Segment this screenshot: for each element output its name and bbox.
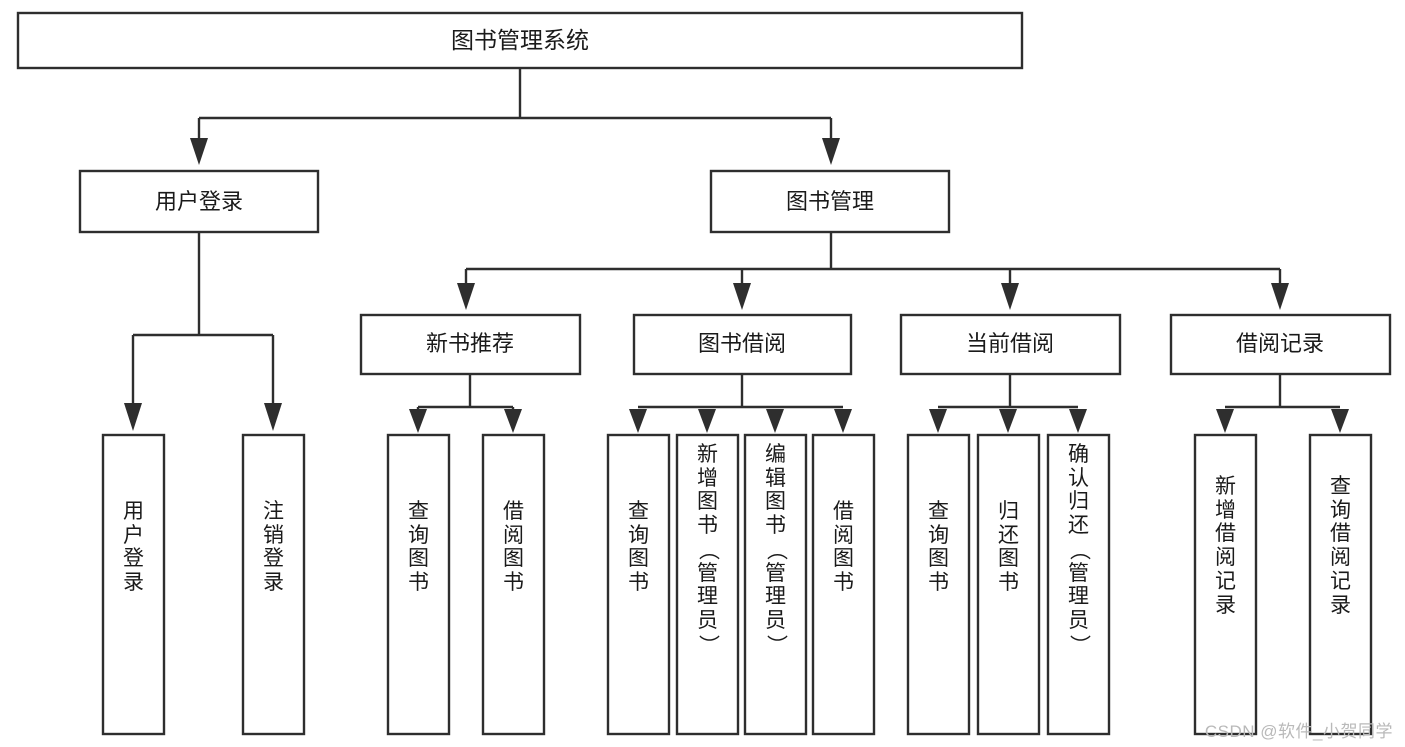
arrow-head-leaf-confirm-return bbox=[1069, 409, 1087, 433]
leaf-box-query-book-3[interactable] bbox=[906, 433, 971, 736]
arrow-head-leaf-borrow-book-1 bbox=[504, 409, 522, 433]
leaf-box-confirm-return[interactable] bbox=[1046, 433, 1111, 736]
leaf-box-add-record[interactable] bbox=[1193, 433, 1258, 736]
arrow-head-leaf-query-book-3 bbox=[929, 409, 947, 433]
leaf-box-query-book-2[interactable] bbox=[606, 433, 671, 736]
leaf-box-borrow-book-1[interactable] bbox=[481, 433, 546, 736]
connectors-root-to-level1 bbox=[190, 68, 840, 165]
arrow-head-book-manage bbox=[822, 138, 840, 165]
arrow-head-leaf-query-book-1 bbox=[409, 409, 427, 433]
node-book-borrow-label: 图书借阅 bbox=[698, 331, 786, 356]
leaf-box-user-login[interactable] bbox=[101, 433, 166, 736]
node-new-book-rec[interactable]: 新书推荐 bbox=[359, 313, 582, 376]
arrow-head-leaf-return-book bbox=[999, 409, 1017, 433]
leaf-box-query-record[interactable] bbox=[1308, 433, 1373, 736]
arrow-head-leaf-query-record bbox=[1331, 409, 1349, 433]
node-current-borrow[interactable]: 当前借阅 bbox=[899, 313, 1122, 376]
connectors-current-borrow-to-leaves bbox=[929, 374, 1087, 433]
node-user-login-box[interactable] bbox=[78, 169, 320, 234]
node-user-login[interactable]: 用户登录 bbox=[78, 169, 320, 234]
leaf-box-borrow-book-2[interactable] bbox=[811, 433, 876, 736]
node-root-label: 图书管理系统 bbox=[451, 27, 589, 53]
leaf-box-query-book-1[interactable] bbox=[386, 433, 451, 736]
node-root[interactable]: 图书管理系统 bbox=[16, 11, 1024, 70]
arrow-head-leaf-query-book-2 bbox=[629, 409, 647, 433]
leaf-boxes bbox=[101, 433, 1373, 736]
leaf-box-add-book[interactable] bbox=[675, 433, 740, 736]
node-new-book-rec-label: 新书推荐 bbox=[426, 331, 514, 356]
node-borrow-record-label: 借阅记录 bbox=[1236, 331, 1324, 356]
arrow-head-leaf-add-book bbox=[698, 409, 716, 433]
connectors-book-manage-to-level2 bbox=[457, 232, 1289, 310]
leaf-box-logout[interactable] bbox=[241, 433, 306, 736]
leaf-box-return-book[interactable] bbox=[976, 433, 1041, 736]
arrow-head-new-book-rec bbox=[457, 283, 475, 310]
arrow-head-book-borrow bbox=[733, 283, 751, 310]
node-current-borrow-box[interactable] bbox=[899, 313, 1122, 376]
arrow-head-leaf-logout bbox=[264, 403, 282, 431]
arrow-head-leaf-edit-book bbox=[766, 409, 784, 433]
csdn-watermark: CSDN @软件_小贺同学 bbox=[1204, 722, 1393, 741]
connectors-book-borrow-to-leaves bbox=[629, 374, 852, 433]
arrow-head-leaf-user-login bbox=[124, 403, 142, 431]
connectors-new-book-rec-to-leaves bbox=[409, 374, 522, 433]
arrow-head-leaf-add-record bbox=[1216, 409, 1234, 433]
node-root-box[interactable] bbox=[16, 11, 1024, 70]
connectors-borrow-record-to-leaves bbox=[1216, 374, 1349, 433]
arrow-head-current-borrow bbox=[1001, 283, 1019, 310]
arrow-head-leaf-borrow-book-2 bbox=[834, 409, 852, 433]
node-borrow-record-box[interactable] bbox=[1169, 313, 1392, 376]
node-book-borrow-box[interactable] bbox=[632, 313, 853, 376]
connectors-user-login-to-leaves bbox=[124, 232, 282, 431]
node-book-borrow[interactable]: 图书借阅 bbox=[632, 313, 853, 376]
node-current-borrow-label: 当前借阅 bbox=[966, 331, 1054, 356]
node-new-book-rec-box[interactable] bbox=[359, 313, 582, 376]
node-user-login-label: 用户登录 bbox=[155, 189, 243, 214]
arrow-head-user-login bbox=[190, 138, 208, 165]
node-book-manage-box[interactable] bbox=[709, 169, 951, 234]
node-book-manage-label: 图书管理 bbox=[786, 189, 874, 214]
leaf-box-edit-book[interactable] bbox=[743, 433, 808, 736]
node-borrow-record[interactable]: 借阅记录 bbox=[1169, 313, 1392, 376]
arrow-head-borrow-record bbox=[1271, 283, 1289, 310]
node-book-manage[interactable]: 图书管理 bbox=[709, 169, 951, 234]
